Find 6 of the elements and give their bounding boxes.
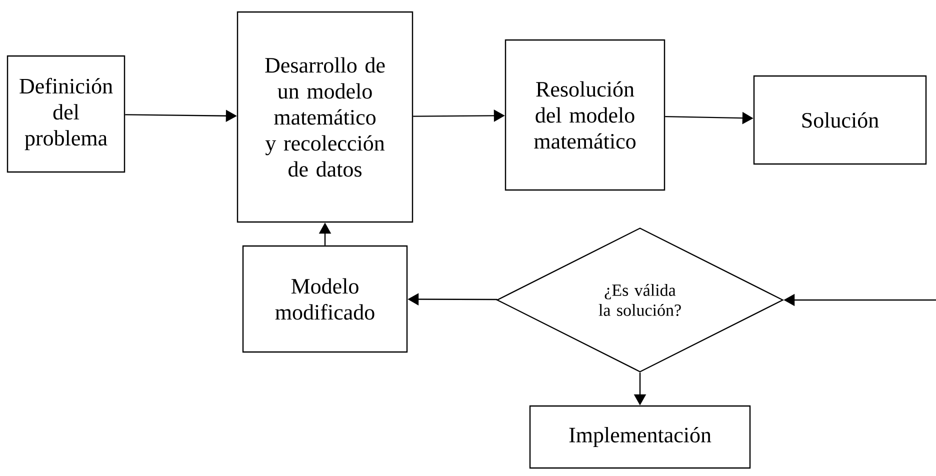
process-box: Definición del problema	[6, 55, 126, 173]
process-box: Implementación	[529, 405, 751, 469]
process-box: Solución	[753, 75, 927, 165]
process-box: Modelo modificado	[242, 245, 408, 353]
process-box: Resolución del modelo matemático	[504, 39, 666, 191]
process-box: Desarrollo de un modelo matemático y recolección de datos	[236, 11, 414, 223]
